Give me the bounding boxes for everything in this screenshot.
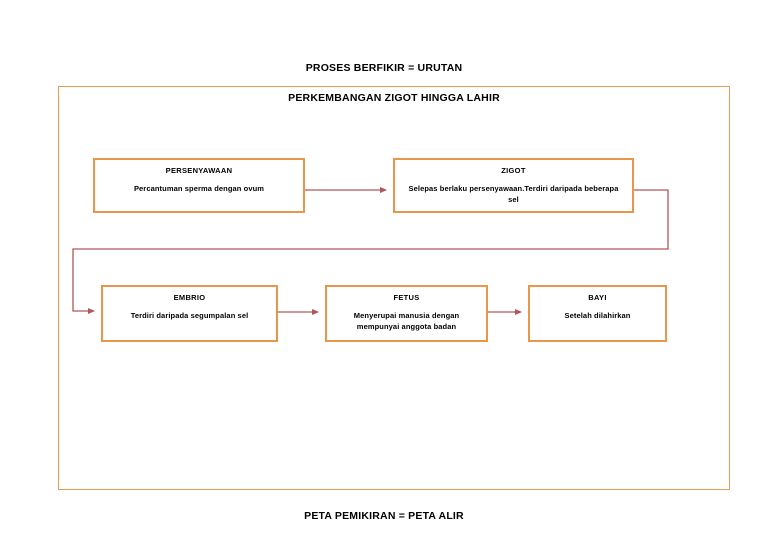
- node-bayi[interactable]: BAYI Setelah dilahirkan: [528, 285, 667, 342]
- node-zigot-body: Selepas berlaku persenyawaan.Terdiri dar…: [408, 184, 619, 205]
- node-fetus[interactable]: FETUS Menyerupai manusia dengan mempunya…: [325, 285, 488, 342]
- node-persenyawaan-body: Percantuman sperma dengan ovum: [133, 184, 265, 194]
- caption-bottom: PETA PEMIKIRAN = PETA ALIR: [304, 510, 464, 522]
- diagram-title: PERKEMBANGAN ZIGOT HINGGA LAHIR: [288, 92, 500, 104]
- node-persenyawaan[interactable]: PERSENYAWAAN Percantuman sperma dengan o…: [93, 158, 305, 213]
- node-bayi-title: BAYI: [588, 293, 607, 302]
- node-fetus-title: FETUS: [393, 293, 420, 302]
- node-persenyawaan-title: PERSENYAWAAN: [165, 166, 233, 175]
- node-embrio[interactable]: EMBRIO Terdiri daripada segumpalan sel: [101, 285, 278, 342]
- node-fetus-body: Menyerupai manusia dengan mempunyai angg…: [353, 311, 460, 332]
- node-embrio-title: EMBRIO: [173, 293, 206, 302]
- node-zigot[interactable]: ZIGOT Selepas berlaku persenyawaan.Terdi…: [393, 158, 634, 213]
- node-zigot-title: ZIGOT: [501, 166, 526, 175]
- node-embrio-body: Terdiri daripada segumpalan sel: [130, 311, 249, 321]
- node-bayi-body: Setelah dilahirkan: [564, 311, 631, 321]
- caption-top: PROSES BERFIKIR = URUTAN: [305, 62, 463, 74]
